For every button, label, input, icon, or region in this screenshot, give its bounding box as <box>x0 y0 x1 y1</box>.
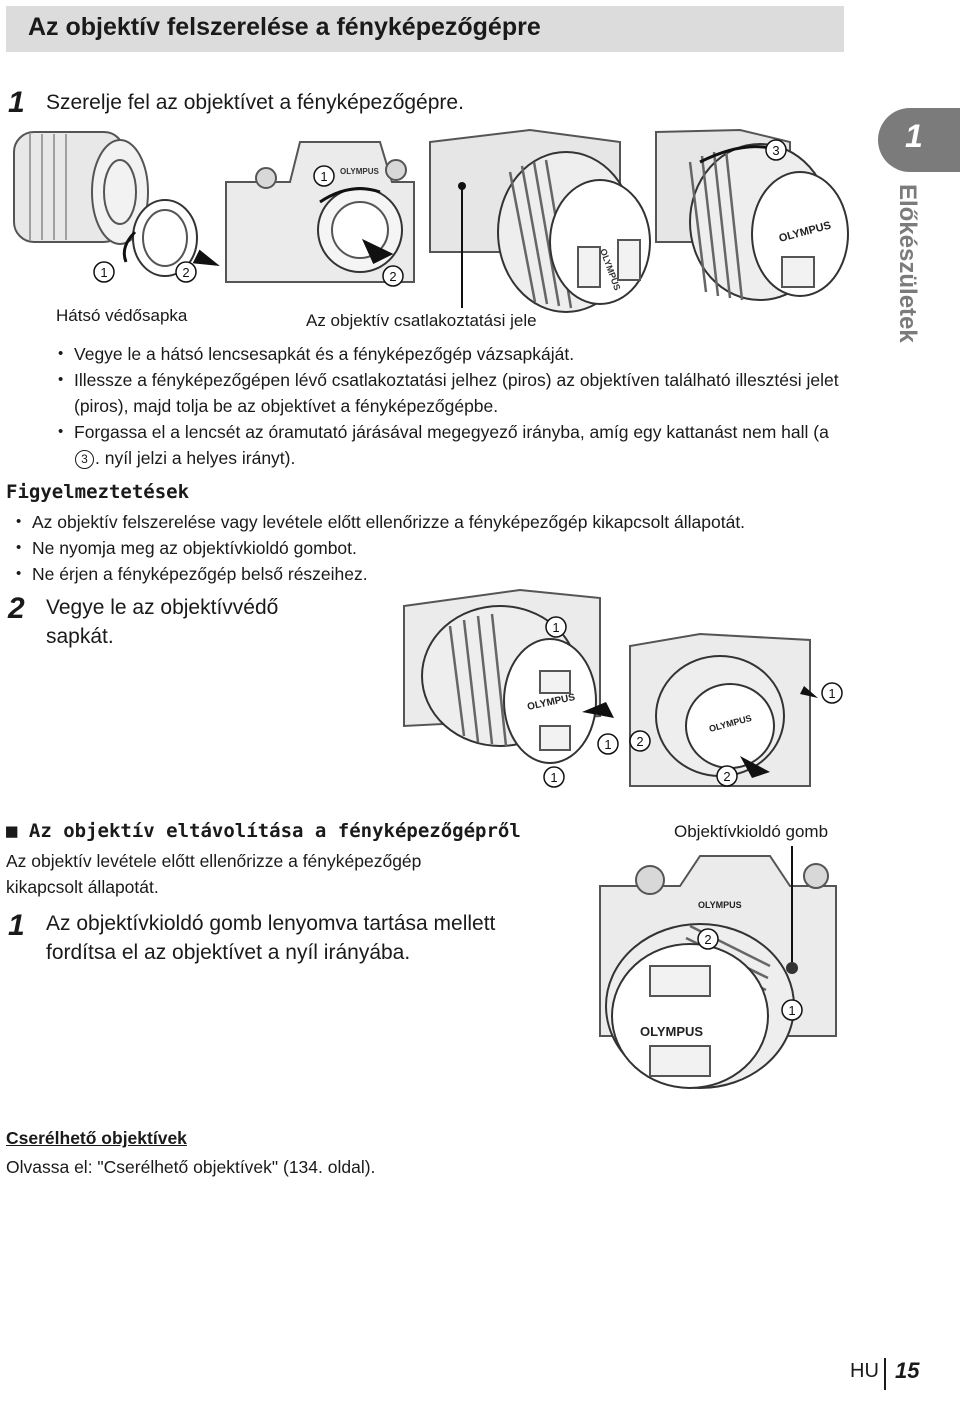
chapter-label: Előkészületek <box>894 184 921 343</box>
removal-step-number: 1 <box>8 909 25 942</box>
step2-number: 2 <box>8 592 25 625</box>
svg-text:OLYMPUS: OLYMPUS <box>340 167 379 176</box>
page-number: 15 <box>895 1358 920 1383</box>
removal-heading: ■ Az objektív eltávolítása a fényképezőg… <box>6 820 521 842</box>
svg-text:2: 2 <box>636 734 643 749</box>
removal-intro: Az objektív levétele előtt ellenőrizze a… <box>6 851 422 897</box>
circled-number: 3 <box>75 450 94 469</box>
svg-text:1: 1 <box>552 620 559 635</box>
svg-text:2: 2 <box>182 265 189 280</box>
bullet-item: Ne érjen a fényképezőgép belső részeihez… <box>12 561 852 587</box>
label-release-button: Objektívkioldó gomb <box>674 822 829 841</box>
svg-text:2: 2 <box>704 932 711 947</box>
chapter-tab <box>878 108 960 172</box>
label-mount-mark: Az objektív csatlakoztatási jele <box>306 311 537 330</box>
svg-text:1: 1 <box>604 737 611 752</box>
lens-cap-illustration: OLYMPUS OLYMPUS 1 1 2 1 1 2 <box>403 588 843 788</box>
step1-bullets: Vegye le a hátsó lencsesapkát és a fényk… <box>54 341 844 471</box>
svg-text:1: 1 <box>320 169 327 184</box>
label-rear-cap: Hátsó védősapka <box>56 306 188 325</box>
caution-heading: Figyelmeztetések <box>6 481 190 503</box>
footer-divider <box>884 1358 886 1390</box>
note-heading: Cserélhető objektívek <box>6 1128 187 1148</box>
bullet-item: Ne nyomja meg az objektívkioldó gombot. <box>12 535 852 561</box>
bullet-item: Illessze a fényképezőgépen lévő csatlako… <box>54 367 844 419</box>
svg-text:3: 3 <box>772 143 779 158</box>
lens-mounting-illustration: OLYMPUS OLYMPUS OLYMPUS 1 2 1 2 3 <box>13 128 849 313</box>
footer-language: HU <box>850 1360 879 1382</box>
step2-text: Vegye le az objektívvédő sapkát. <box>46 596 279 648</box>
bullet-item: Forgassa el a lencsét az óramutató járás… <box>54 419 844 471</box>
svg-text:2: 2 <box>723 769 730 784</box>
svg-text:1: 1 <box>788 1003 795 1018</box>
step1-text: Szerelje fel az objektívet a fényképezőg… <box>46 91 464 114</box>
step1-number: 1 <box>8 86 25 119</box>
note-text: Olvassa el: "Cserélhető objektívek" (134… <box>6 1157 376 1177</box>
title-bar <box>6 6 844 52</box>
bullet-item: Az objektív felszerelése vagy levétele e… <box>12 509 852 535</box>
lens-removal-illustration: OLYMPUS OLYMPUS 2 1 <box>599 846 837 1089</box>
svg-text:1: 1 <box>100 265 107 280</box>
caution-bullets: Az objektív felszerelése vagy levétele e… <box>12 509 852 587</box>
svg-text:1: 1 <box>828 686 835 701</box>
page-title: Az objektív felszerelése a fényképezőgép… <box>28 13 541 41</box>
svg-text:1: 1 <box>550 770 557 785</box>
removal-step-text: Az objektívkioldó gomb lenyomva tartása … <box>46 912 496 964</box>
square-bullet: ■ <box>6 820 18 842</box>
bullet-item: Vegye le a hátsó lencsesapkát és a fényk… <box>54 341 844 367</box>
svg-text:2: 2 <box>389 269 396 284</box>
svg-text:OLYMPUS: OLYMPUS <box>640 1024 703 1039</box>
svg-text:OLYMPUS: OLYMPUS <box>698 900 742 910</box>
chapter-number: 1 <box>905 118 923 154</box>
